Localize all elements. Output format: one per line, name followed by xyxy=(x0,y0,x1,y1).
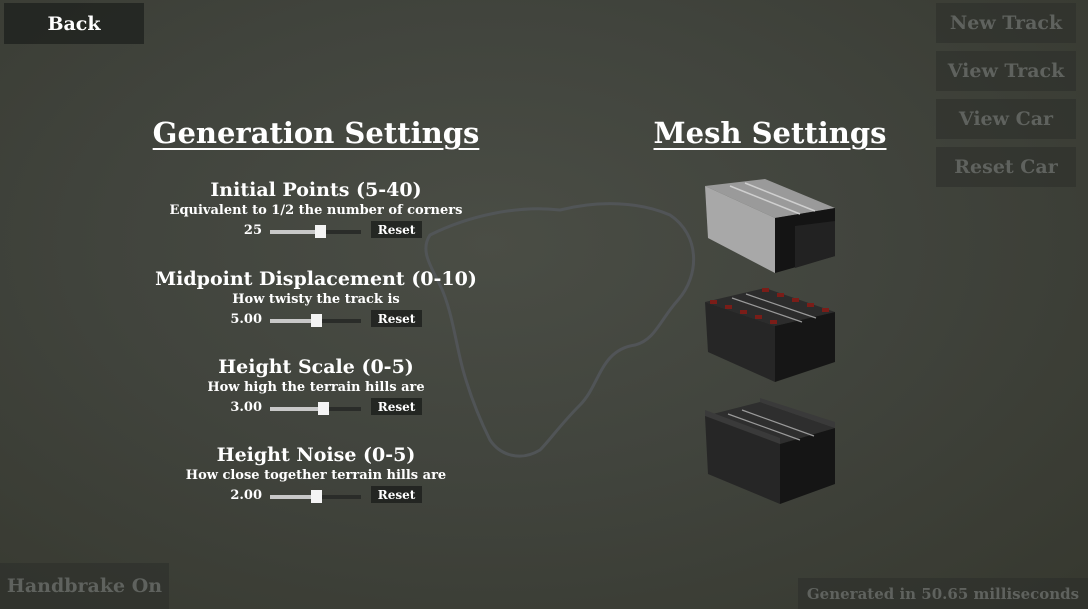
slider-fill xyxy=(270,319,316,323)
setting-title: Height Scale (0-5) xyxy=(218,356,414,378)
slider-fill xyxy=(270,407,323,411)
track-mesh-walled-icon[interactable] xyxy=(700,398,840,508)
setting-value: 25 xyxy=(243,223,262,238)
setting-height-noise: Height Noise (0-5) How close together te… xyxy=(140,443,492,506)
slider-handle[interactable] xyxy=(310,314,322,327)
height-noise-reset-button[interactable]: Reset xyxy=(371,486,422,503)
setting-title: Height Noise (0-5) xyxy=(216,444,416,466)
back-button[interactable]: Back xyxy=(4,3,144,44)
initial-points-reset-button[interactable]: Reset xyxy=(371,221,422,238)
slider-fill xyxy=(270,230,321,234)
view-car-button[interactable]: View Car xyxy=(936,99,1076,139)
setting-value: 5.00 xyxy=(230,312,262,327)
track-mesh-plain-icon[interactable] xyxy=(700,176,840,276)
setting-value: 2.00 xyxy=(230,488,262,503)
midpoint-displacement-reset-button[interactable]: Reset xyxy=(371,310,422,327)
generation-time-status: Generated in 50.65 milliseconds xyxy=(798,578,1088,609)
setting-initial-points: Initial Points (5-40) Equivalent to 1/2 … xyxy=(140,178,492,241)
slider-handle[interactable] xyxy=(317,402,329,415)
new-track-button[interactable]: New Track xyxy=(936,3,1076,43)
height-scale-reset-button[interactable]: Reset xyxy=(371,398,422,415)
slider-handle[interactable] xyxy=(310,490,322,503)
midpoint-displacement-slider[interactable] xyxy=(270,314,361,327)
height-scale-slider[interactable] xyxy=(270,402,361,415)
height-noise-slider[interactable] xyxy=(270,490,361,503)
slider-fill xyxy=(270,495,316,499)
setting-description: How twisty the track is xyxy=(232,292,400,307)
reset-car-button[interactable]: Reset Car xyxy=(936,147,1076,187)
setting-title: Initial Points (5-40) xyxy=(210,179,422,201)
setting-description: Equivalent to 1/2 the number of corners xyxy=(169,203,463,218)
mesh-settings-heading: Mesh Settings xyxy=(653,116,887,150)
setting-value: 3.00 xyxy=(230,400,262,415)
setting-description: How high the terrain hills are xyxy=(207,380,425,395)
setting-title: Midpoint Displacement (0-10) xyxy=(155,268,477,290)
setting-height-scale: Height Scale (0-5) How high the terrain … xyxy=(140,355,492,418)
setting-midpoint-displacement: Midpoint Displacement (0-10) How twisty … xyxy=(140,267,492,330)
view-track-button[interactable]: View Track xyxy=(936,51,1076,91)
track-mesh-curbed-icon[interactable] xyxy=(700,284,840,384)
slider-handle[interactable] xyxy=(315,225,327,238)
setting-description: How close together terrain hills are xyxy=(185,468,447,483)
initial-points-slider[interactable] xyxy=(270,225,361,238)
generation-settings-heading: Generation Settings xyxy=(152,116,480,150)
handbrake-status: Handbrake On xyxy=(0,563,169,609)
